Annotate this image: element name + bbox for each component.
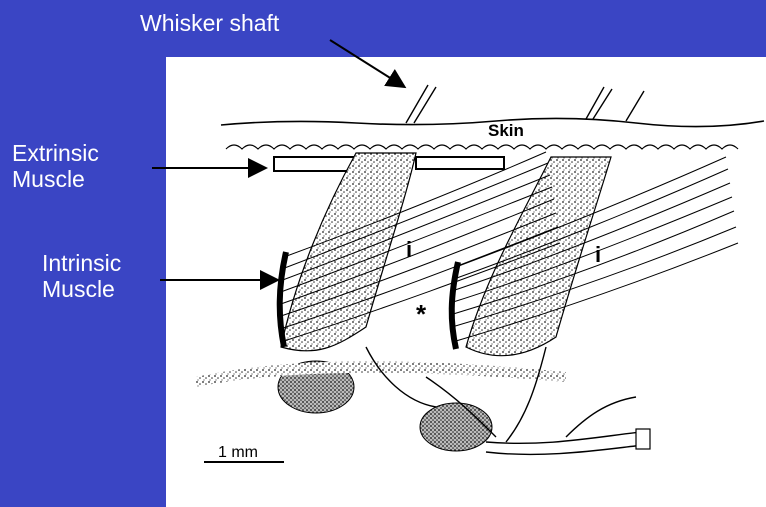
- subcutaneous-tissue: [196, 361, 566, 387]
- intrinsic-label-line2: Muscle: [42, 276, 121, 302]
- whisker-shafts: [406, 85, 644, 123]
- whisker-shaft-label: Whisker shaft: [140, 10, 279, 36]
- anatomy-figure: Skin i i * 1 mm: [166, 57, 766, 507]
- follicle-base-right: [420, 403, 492, 451]
- skin-label: Skin: [488, 121, 524, 140]
- intrinsic-marker-left: i: [406, 237, 412, 262]
- follicle-right: [466, 157, 611, 356]
- asterisk-marker: *: [416, 299, 427, 329]
- whisker-muscle-illustration: Skin i i * 1 mm: [166, 57, 766, 507]
- extrinsic-label-line1: Extrinsic: [12, 140, 99, 166]
- sling-edge-right: [452, 262, 458, 349]
- extrinsic-muscle-mid: [416, 157, 504, 169]
- follicle-left: [281, 153, 416, 351]
- extrinsic-muscle-label: Extrinsic Muscle: [12, 140, 99, 192]
- intrinsic-marker-right: i: [595, 242, 601, 267]
- intrinsic-muscle-label: Intrinsic Muscle: [42, 250, 121, 302]
- skin-underside: [226, 145, 738, 149]
- scale-bar-label: 1 mm: [218, 444, 258, 461]
- intrinsic-label-line1: Intrinsic: [42, 250, 121, 276]
- extrinsic-label-line2: Muscle: [12, 166, 99, 192]
- nerve-trunk-end: [636, 429, 650, 449]
